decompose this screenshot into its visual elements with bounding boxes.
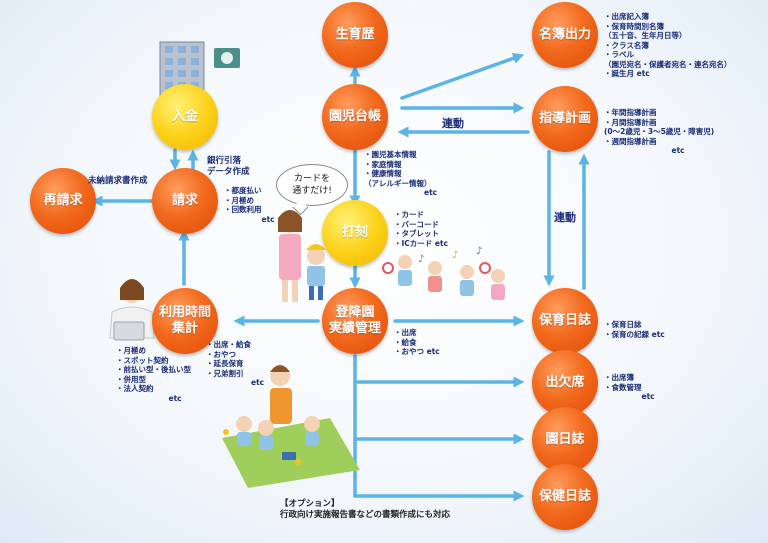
node-shukketsu-label: 出欠席 (545, 374, 585, 390)
minou-label: 未納請求書作成 (88, 176, 148, 186)
note-shukei: ・出席・給食 ・おやつ ・延長保育 ・兄弟割引 etc (206, 340, 265, 387)
node-shido-keikaku-label: 指導計画 (538, 110, 591, 126)
node-meibo: 名簿出力 (532, 2, 598, 68)
node-hoken-nisshi: 保健日誌 (532, 464, 598, 530)
arrow-daicho-to-meibo (400, 52, 525, 100)
node-enji-daicho: 園児台帳 (322, 84, 388, 150)
node-saiseikyu-label: 再請求 (43, 192, 83, 208)
node-dakoku-label: 打刻 (341, 224, 368, 240)
teacher-child-illustration (278, 210, 326, 302)
note-riyo: ・月極め ・スポット契約 ・前払い型・後払い型 ・併用型 ・法人契約 etc (116, 346, 191, 403)
option-note: 【オプション】 行政向け実施報告書などの書類作成にも対応 (280, 499, 451, 520)
node-hoiku-nisshi: 保育日誌 (532, 288, 598, 354)
note-meibo: ・出席記入簿 ・保育時間別名簿 （五十音、生年月日等） ・クラス名簿 ・ラベル … (604, 12, 732, 78)
note-tokoen: ・出席 ・給食 ・おやつ etc (394, 328, 440, 356)
node-hoken-nisshi-label: 保健日誌 (538, 488, 591, 504)
node-meibo-label: 名簿出力 (538, 26, 591, 42)
picnic-illustration (222, 365, 360, 488)
node-enji-daicho-label: 園児台帳 (328, 108, 381, 124)
ginko-label: 銀行引落 データ作成 (207, 156, 250, 177)
node-en-nisshi-label: 園日誌 (545, 431, 585, 447)
note-hoiku: ・保育日誌 ・保育の記録 etc (604, 320, 665, 339)
rendo-label-horizontal: 連動 (442, 117, 464, 130)
children-playing-illustration: ♪ ♪ ♪ (382, 246, 505, 300)
node-seikyu: 請求 (152, 168, 218, 234)
node-dakoku: 打刻 (322, 200, 388, 266)
node-tokoen-label: 登降園 実績管理 (328, 304, 381, 336)
node-nyukin-label: 入金 (171, 108, 198, 124)
staff-at-desk-illustration (109, 279, 155, 341)
node-riyo-jikan: 利用時間 集計 (152, 288, 218, 354)
note-shukketsu: ・出席簿 ・食数管理 etc (604, 373, 655, 401)
svg-text:♪: ♪ (418, 254, 424, 265)
node-hoiku-nisshi-label: 保育日誌 (538, 312, 591, 328)
note-seikyu: ・都度払い ・月極め ・回数利用 etc (224, 186, 275, 224)
note-dakoku: ・カード ・バーコード ・タブレット ・ICカード etc (394, 210, 449, 248)
svg-text:♪: ♪ (452, 250, 458, 261)
node-seikyu-label: 請求 (171, 192, 198, 208)
svg-text:♪: ♪ (476, 246, 482, 257)
node-riyo-jikan-label: 利用時間 集計 (158, 304, 211, 336)
node-en-nisshi: 園日誌 (532, 407, 598, 473)
node-saiseikyu: 再請求 (30, 168, 96, 234)
node-seiikureki: 生育歴 (322, 2, 388, 68)
node-tokoen: 登降園 実績管理 (322, 288, 388, 354)
note-daicho: ・園児基本情報 ・家庭情報 ・健康情報 （アレルギー情報） etc (364, 150, 438, 197)
node-seiikureki-label: 生育歴 (335, 26, 375, 42)
node-shukketsu: 出欠席 (532, 350, 598, 416)
rendo-label-vertical: 連動 (554, 211, 576, 224)
node-shido-keikaku: 指導計画 (532, 86, 598, 152)
note-shido: ・年間指導計画 ・月間指導計画 (0～2歳児・3～5歳児・障害児) ・週間指導計… (604, 108, 715, 155)
node-nyukin: 入金 (152, 84, 218, 150)
speech-bubble: カードを 通すだけ! (276, 164, 348, 206)
